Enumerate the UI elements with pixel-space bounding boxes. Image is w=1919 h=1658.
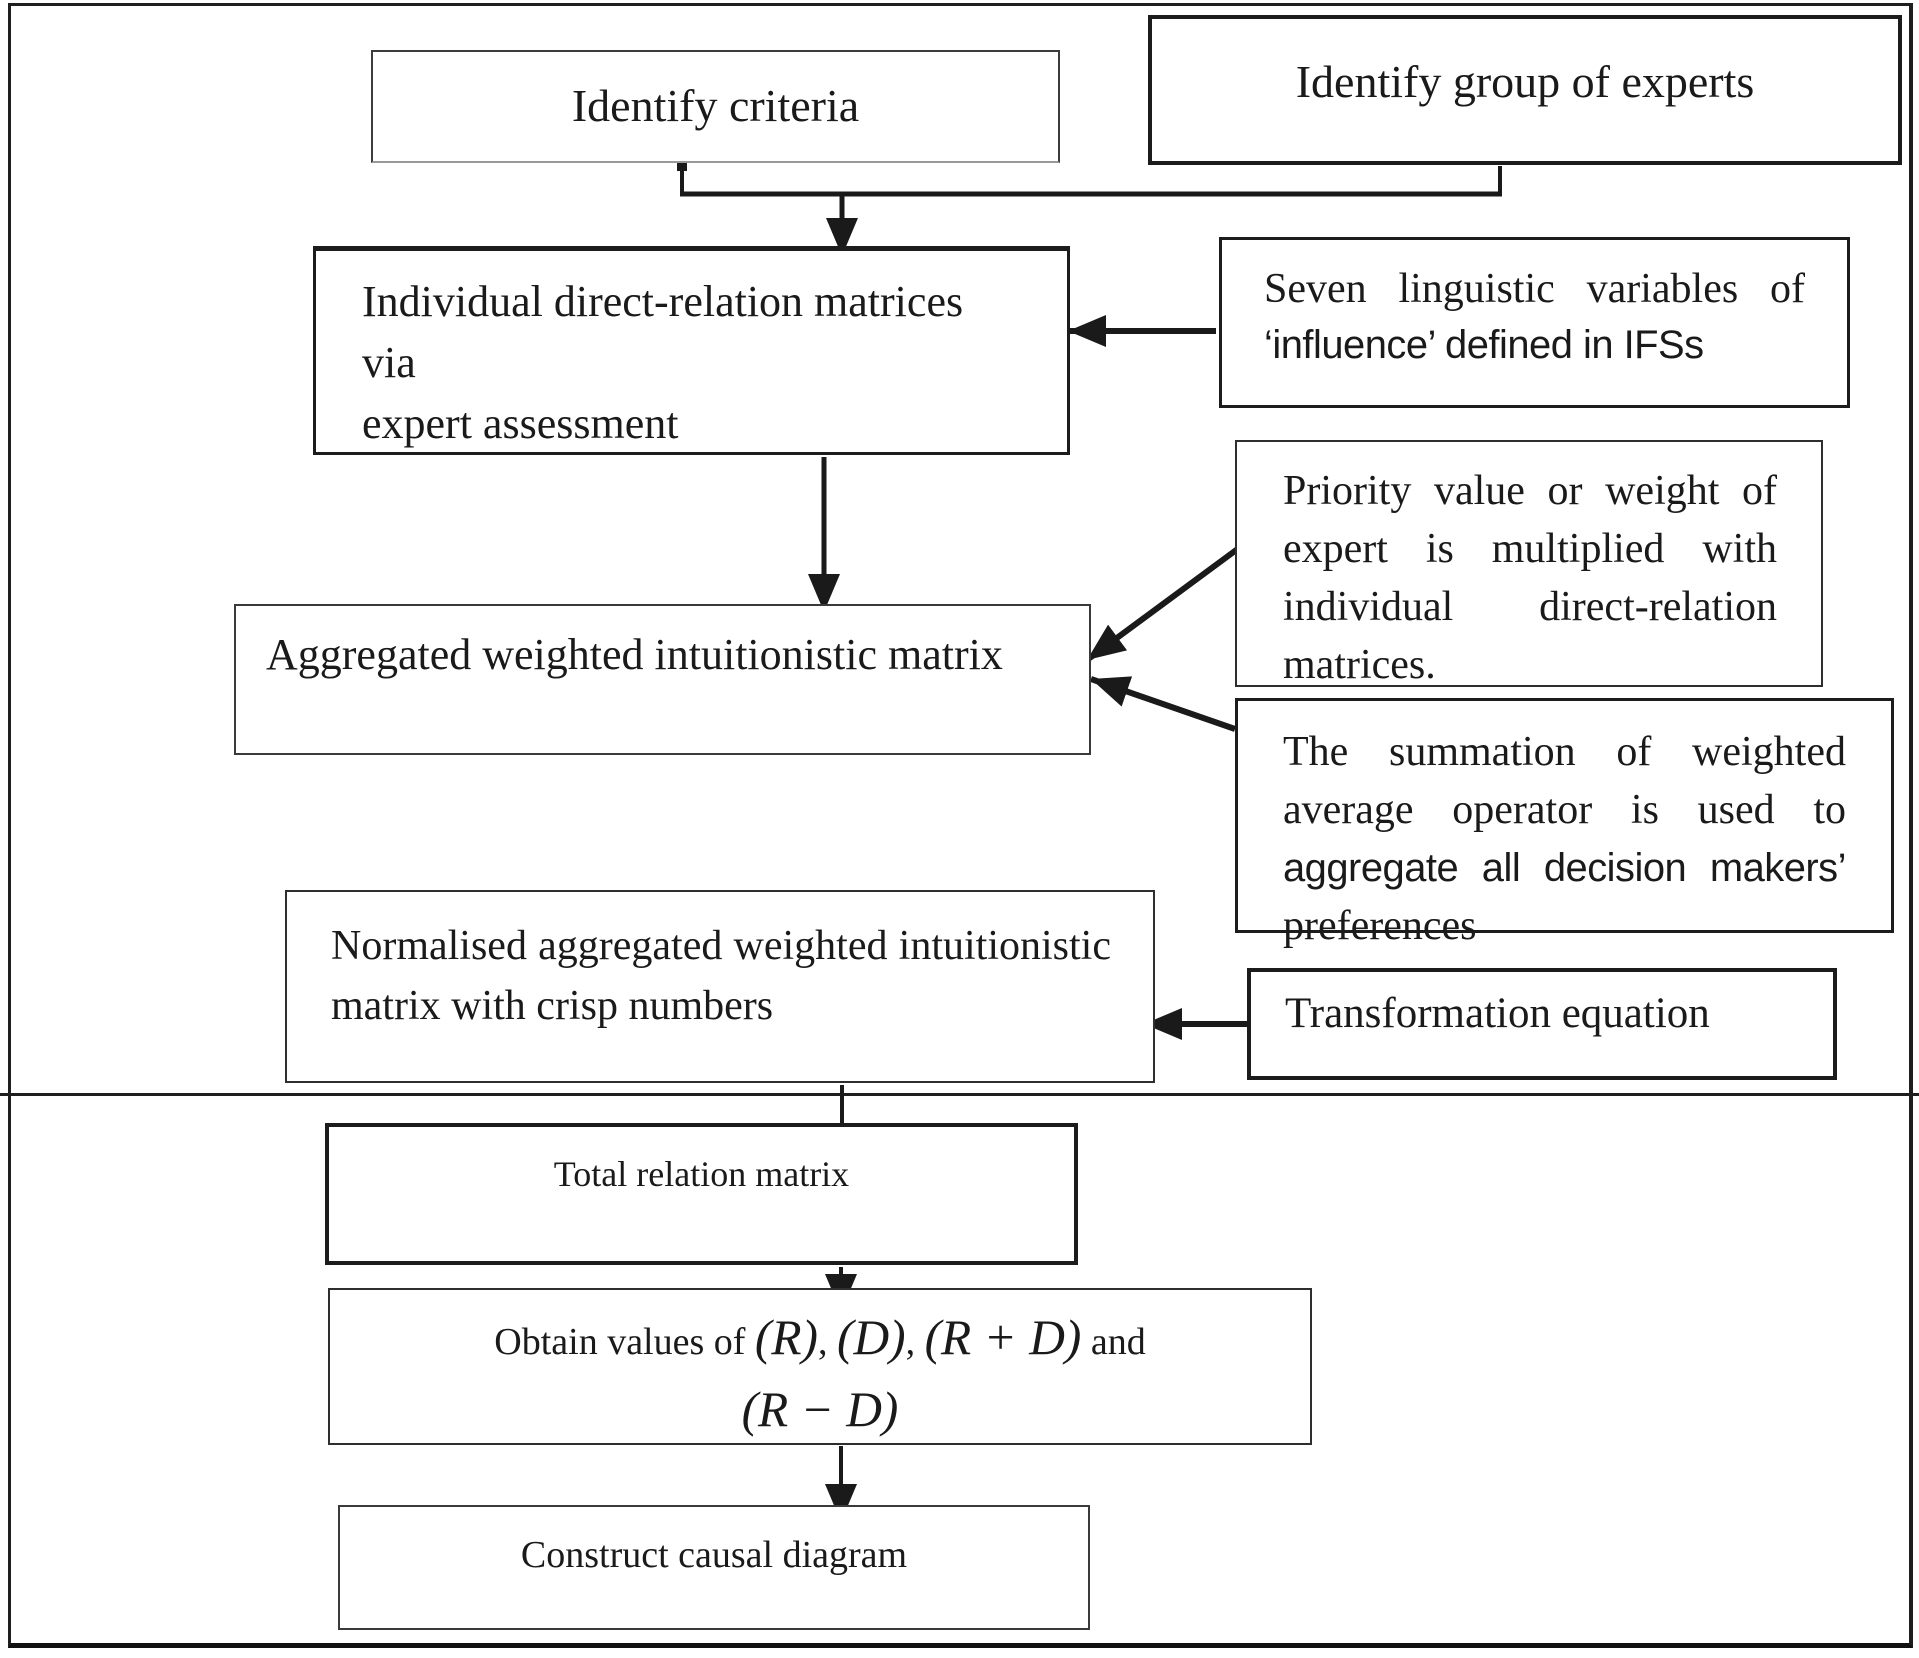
node-obtain-line-1: Obtain values of (R), (D), (R + D) and bbox=[330, 1306, 1310, 1370]
math-R-plus-D: (R + D) bbox=[924, 1310, 1082, 1365]
node-aggregated-weighted-matrix: Aggregated weighted intuitionistic matri… bbox=[234, 604, 1091, 755]
section-divider-line bbox=[0, 1093, 1919, 1096]
node-identify-experts-label: Identify group of experts bbox=[1295, 56, 1755, 107]
annotation-summation-line-1: The summation of weighted bbox=[1283, 729, 1846, 775]
annotation-seven-linguistic-variables: Seven linguistic variables of ‘influence… bbox=[1219, 237, 1850, 408]
node-aggregated-label: Aggregated weighted intuitionistic matri… bbox=[266, 630, 1003, 679]
node-construct-causal-diagram: Construct causal diagram bbox=[338, 1505, 1090, 1630]
annotation-priority-weight: Priority value or weight of expert is mu… bbox=[1235, 440, 1823, 688]
math-R-minus-D: (R − D) bbox=[741, 1382, 899, 1438]
annotation-summation-line-3: aggregate all decision makers’ bbox=[1283, 846, 1847, 890]
node-normalised-line-2: matrix with crisp numbers bbox=[331, 983, 774, 1029]
node-identify-criteria-label: Identify criteria bbox=[571, 80, 860, 131]
annotation-priority-line-3: individual direct-relation bbox=[1283, 584, 1777, 630]
annotation-priority-line-4: matrices. bbox=[1283, 642, 1436, 688]
annotation-transformation-label: Transformation equation bbox=[1285, 990, 1710, 1037]
annotation-summation-line-2: average operator is used to bbox=[1283, 787, 1846, 833]
annotation-summation-operator: The summation of weighted average operat… bbox=[1235, 698, 1894, 949]
annotation-seven-line-1: Seven linguistic variables of bbox=[1264, 266, 1805, 312]
node-individual-direct-relation-matrices: Individual direct-relation matrices via … bbox=[313, 246, 1070, 455]
node-total-relation-matrix: Total relation matrix bbox=[325, 1123, 1078, 1265]
math-R: (R) bbox=[754, 1310, 818, 1365]
node-individual-line-1: Individual direct-relation matrices via bbox=[362, 277, 964, 387]
annotation-seven-line-2: ‘influence’ defined in IFSs bbox=[1264, 323, 1704, 367]
obtain-comma-1: , bbox=[818, 1321, 828, 1363]
obtain-and: and bbox=[1090, 1321, 1146, 1363]
node-identify-criteria: Identify criteria bbox=[371, 50, 1060, 163]
node-normalised-aggregated-matrix: Normalised aggregated weighted intuition… bbox=[285, 890, 1155, 1083]
annotation-priority-line-1: Priority value or weight of bbox=[1283, 468, 1777, 514]
node-construct-label: Construct causal diagram bbox=[520, 1534, 908, 1576]
node-individual-line-2: expert assessment bbox=[362, 399, 679, 448]
annotation-summation-line-4: preferences bbox=[1283, 903, 1477, 949]
node-identify-experts: Identify group of experts bbox=[1148, 15, 1902, 165]
annotation-transformation-equation: Transformation equation bbox=[1247, 968, 1837, 1080]
node-normalised-line-1: Normalised aggregated weighted intuition… bbox=[331, 923, 1111, 969]
node-obtain-line-2: (R − D) bbox=[330, 1378, 1310, 1442]
math-D: (D) bbox=[837, 1310, 906, 1365]
node-obtain-values: Obtain values of (R), (D), (R + D) and (… bbox=[328, 1288, 1312, 1445]
node-total-label: Total relation matrix bbox=[553, 1154, 850, 1194]
obtain-comma-2: , bbox=[905, 1321, 916, 1363]
annotation-priority-line-2: expert is multiplied with bbox=[1283, 526, 1777, 572]
figure-outer-frame bbox=[8, 3, 1913, 1648]
obtain-prefix: Obtain values of bbox=[494, 1321, 746, 1363]
